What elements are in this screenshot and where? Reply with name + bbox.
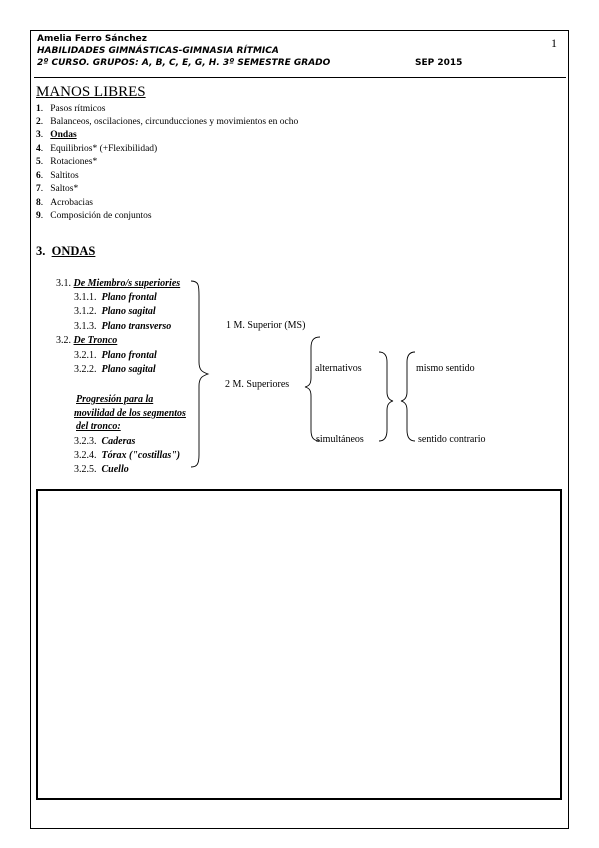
outline-item-3-2-4: 3.2.4. Tórax ("costillas") [74,450,181,461]
outline-item-3-2: 3.2. De Tronco [56,335,118,346]
list-item: 9. Composición de conjuntos [36,211,152,221]
one-upper-limb-label: 1 M. Superior (MS) [226,320,306,331]
ondas-heading: 3. ONDAS [36,244,96,258]
alternating-label: alternativos [315,363,362,374]
page-number: 1 [551,36,557,50]
list-item: 4. Equilibrios* (+Flexibilidad) [36,144,158,154]
simultaneous-label: simultáneos [316,434,364,445]
outline-item-3-1-1: 3.1.1. Plano frontal [74,292,157,303]
section-title: MANOS LIBRES [36,84,146,100]
course-info: 2º CURSO. GRUPOS: A, B, C, E, G, H. 3º S… [37,58,331,68]
date: SEP 2015 [415,58,463,68]
header-rule [34,77,566,78]
subject-title: HABILIDADES GIMNÁSTICAS-GIMNASIA RÍTMICA [37,46,279,56]
notes-box[interactable] [36,489,562,800]
list-item: 6. Saltitos [36,171,79,181]
outline-item-3-2-2: 3.2.2. Plano sagital [74,364,156,375]
author-name: Amelia Ferro Sánchez [37,34,147,44]
two-upper-limbs-label: 2 M. Superiores [225,379,290,390]
progression-label: del tronco: [76,421,121,432]
list-item: 8. Acrobacias [36,198,93,208]
same-direction-label: mismo sentido [416,363,475,374]
progression-label: movilidad de los segmentos [74,408,186,419]
list-item: 7. Saltos* [36,184,79,194]
outline-item-3-2-3: 3.2.3. Caderas [74,436,136,447]
brace-two [304,336,321,442]
brace-main [190,280,210,468]
page-frame [30,30,569,829]
list-item: 2. Balanceos, oscilaciones, circunduccio… [36,117,299,127]
outline-item-3-2-5: 3.2.5. Cuello [74,464,129,475]
list-item: 5. Rotaciones* [36,157,98,167]
outline-item-3-1-3: 3.1.3. Plano transverso [74,321,172,332]
opposite-direction-label: sentido contrario [418,434,486,445]
outline-item-3-1: 3.1. De Miembro/s superiories [56,278,181,289]
outline-item-3-1-2: 3.1.2. Plano sagital [74,306,156,317]
brace-right-mid [378,351,394,442]
progression-label: Progresión para la [76,394,154,405]
list-item: 1. Pasos rítmicos [36,104,106,114]
brace-left-sense [400,351,416,442]
outline-item-3-2-1: 3.2.1. Plano frontal [74,350,157,361]
list-item: 3. Ondas [36,130,77,140]
